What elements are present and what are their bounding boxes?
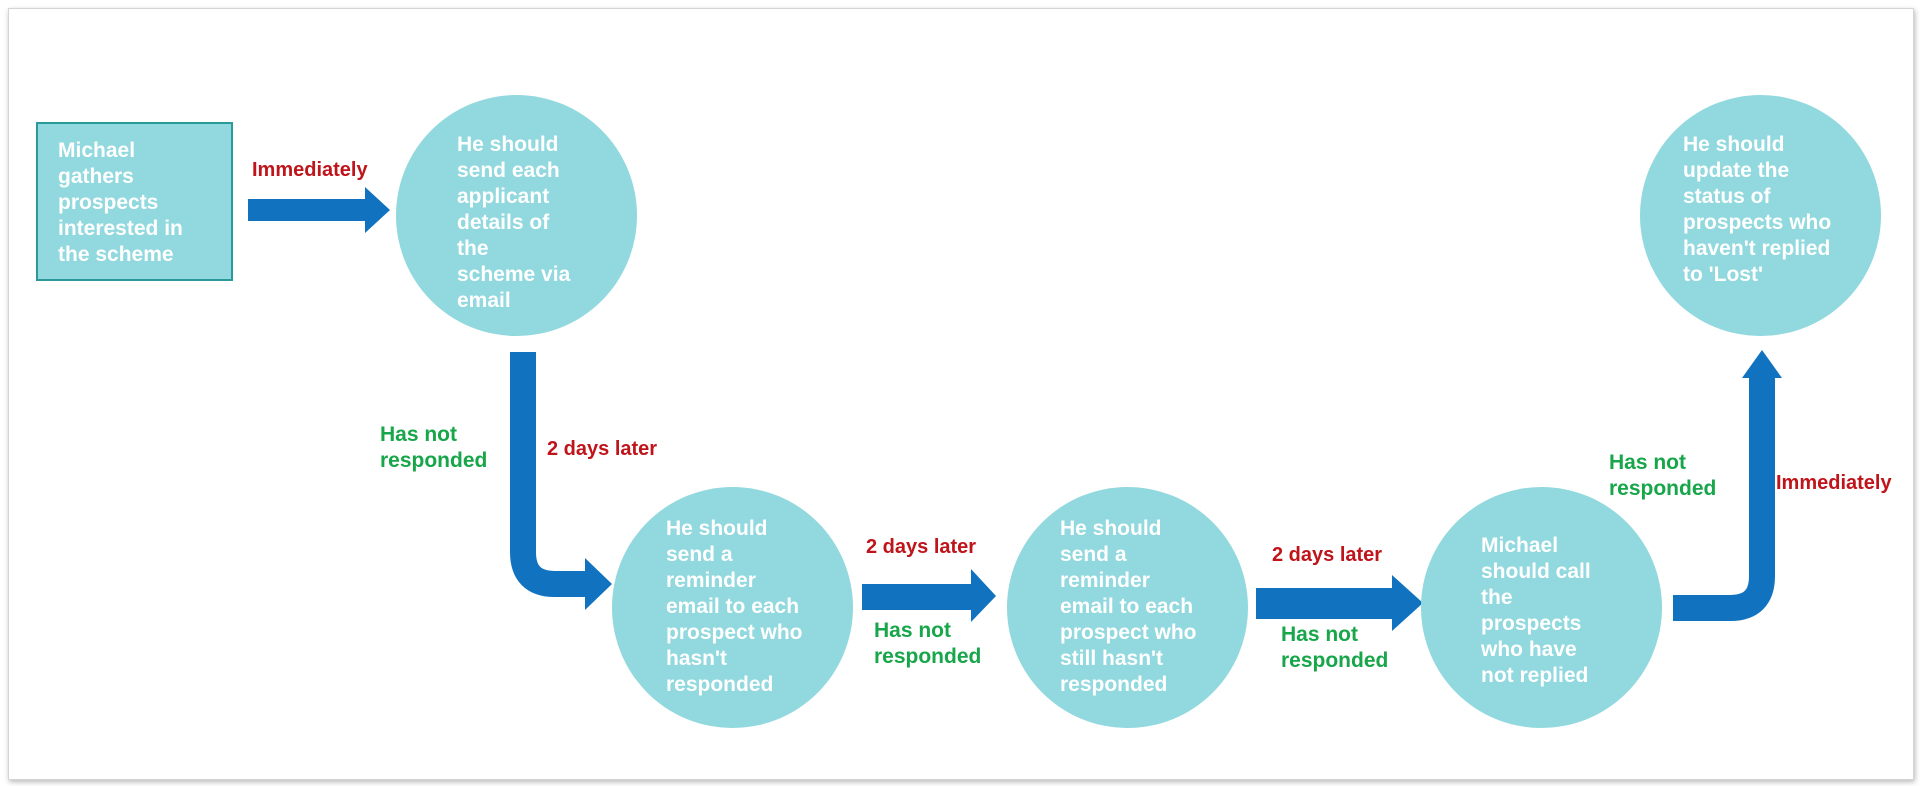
label-two-days-later-3: 2 days later: [1272, 544, 1383, 566]
arrow-call-to-update-status-head: [1742, 350, 1782, 378]
label-immediately-2: Immediately: [1776, 472, 1892, 494]
reminder-2-node: He should send a reminder email to each …: [1007, 487, 1248, 728]
arrow-reminder-1-to-reminder-2: [862, 569, 996, 622]
label-two-days-later-1: 2 days later: [547, 438, 658, 460]
arrow-start-to-send-details: [248, 187, 390, 233]
update-status-node: He should update the status of prospects…: [1640, 95, 1881, 336]
label-has-not-responded-2: Has not responded: [874, 619, 982, 668]
send-details-node: He should send each applicant details of…: [396, 95, 637, 336]
arrow-call-to-update-status: [1673, 378, 1775, 621]
arrow-send-details-to-reminder-1-head: [585, 558, 612, 610]
call-node: Michael should call the prospects who ha…: [1421, 487, 1662, 728]
arrow-reminder-2-to-call: [1256, 575, 1423, 631]
reminder-1-node: He should send a reminder email to each …: [612, 487, 853, 728]
label-two-days-later-2: 2 days later: [866, 536, 977, 558]
label-has-not-responded-3: Has not responded: [1281, 623, 1389, 672]
label-has-not-responded-4: Has not responded: [1609, 451, 1717, 500]
arrow-send-details-to-reminder-1: [510, 352, 587, 597]
label-immediately-1: Immediately: [252, 159, 368, 181]
label-has-not-responded-1: Has not responded: [380, 423, 488, 472]
start-node: Michael gathers prospects interested in …: [36, 122, 233, 281]
